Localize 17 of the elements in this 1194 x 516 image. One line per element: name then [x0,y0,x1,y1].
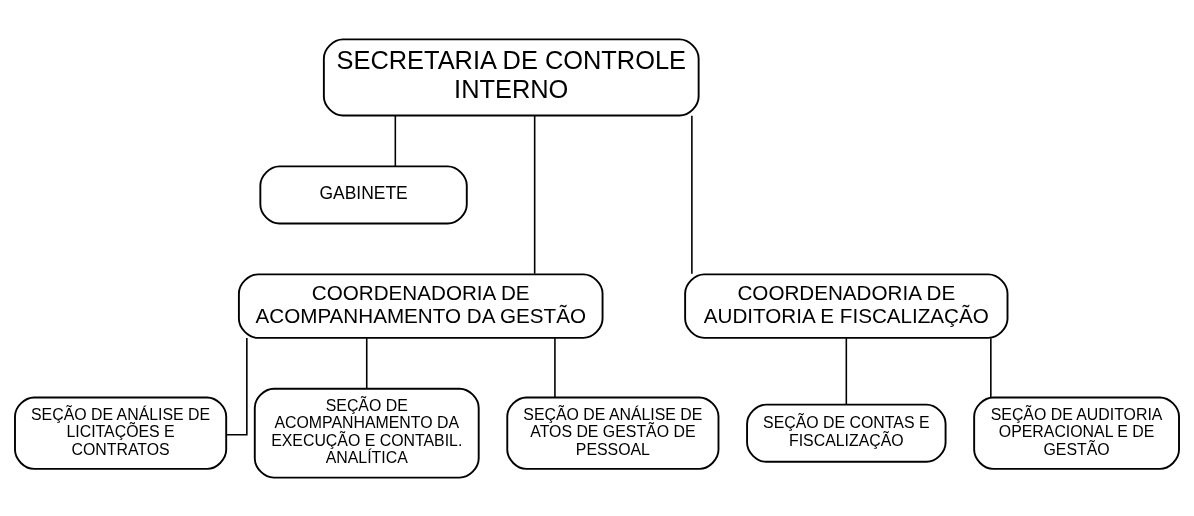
node-box: SEÇÃO DE CONTAS E FISCALIZAÇÃO [746,403,947,463]
node-box: SECRETARIA DE CONTROLE INTERNO [322,37,700,117]
node-box: COORDENADORIA DE AUDITORIA E FISCALIZAÇÃO [684,272,1009,339]
connector [554,336,556,398]
node-box: COORDENADORIA DE ACOMPANHAMENTO DA GESTÃO [237,272,604,339]
node-box: SEÇÃO DE ANÁLISE DE ATOS DE GESTÃO DE PESSOAL [506,396,720,470]
connector [845,336,848,405]
connector [691,114,693,274]
connector [533,114,536,274]
connector [225,336,248,436]
node-box: SEÇÃO DE AUDITORIA OPERACIONAL E DE GESTÃO [973,396,1180,470]
connector [990,336,992,398]
connector [365,336,368,389]
node-box: SEÇÃO DE ANÁLISE DE LICITAÇÕES E CONTRATOS [14,396,228,470]
connector [394,114,397,167]
node-box: GABINETE [259,164,468,224]
node-box: SEÇÃO DE ACOMPANHAMENTO DA EXECUÇÃO E CONTABIL. ANALÍTICA [253,387,480,479]
